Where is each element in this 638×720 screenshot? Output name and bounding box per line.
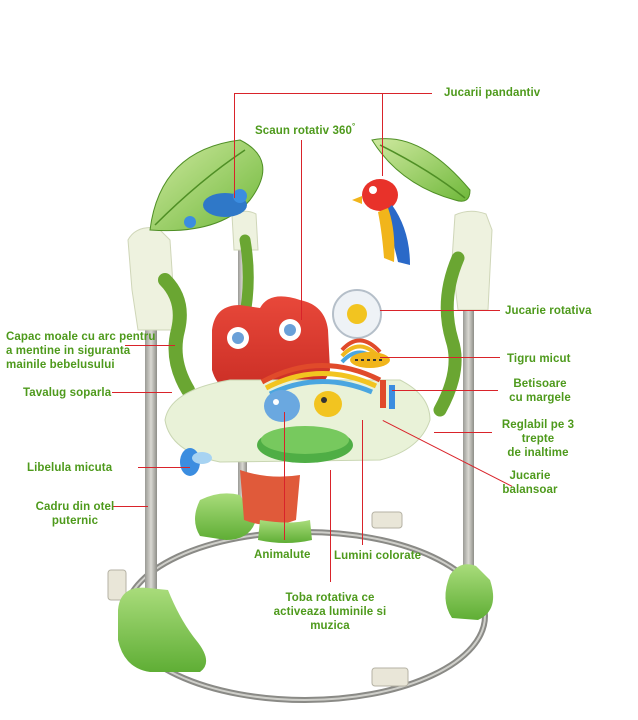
label-cadru: Cadru din otel puternic: [30, 500, 120, 528]
label-jucarii-pandantiv: Jucarii pandantiv: [444, 87, 541, 99]
label-cadru-line1: Cadru din otel: [35, 501, 115, 513]
label-jucarie-rotativa: Jucarie rotativa: [505, 305, 592, 317]
label-tavalug-soparla: Tavalug soparla: [23, 387, 112, 399]
label-toba-line2: activeaza luminile si muzica: [273, 606, 387, 632]
elephant: [264, 390, 300, 422]
label-lumini-colorate: Lumini colorate: [334, 550, 422, 562]
leader-jucarii-pandantiv-v2: [382, 93, 383, 176]
label-betisoare-line2: cu margele: [509, 392, 571, 404]
label-capac-moale: Capac moale cu arc pentru a mentine in s…: [6, 330, 156, 372]
leader-tigru-h: [380, 357, 500, 358]
label-scaun-rotativ: Scaun rotativ 360°: [255, 120, 355, 138]
label-betisoare-line1: Betisoare: [513, 378, 567, 390]
leader-reglabil-h: [434, 432, 492, 433]
leader-betisoare-h: [392, 390, 498, 391]
leader-toba-v: [330, 470, 331, 582]
label-reglabil-line1: Reglabil pe 3 trepte: [501, 419, 575, 445]
leader-jucarii-pandantiv-h: [234, 93, 432, 94]
leader-libelula-h: [138, 467, 190, 468]
label-capac-moale-line3: mainile bebelusului: [6, 359, 115, 371]
label-libelula: Libelula micuta: [27, 462, 113, 474]
label-cadru-line2: puternic: [51, 515, 99, 527]
leader-tavalug-h: [112, 392, 172, 393]
leader-scaun-v: [301, 140, 302, 320]
label-reglabil: Reglabil pe 3 trepte de inaltime: [486, 418, 590, 460]
label-betisoare: Betisoare cu margele: [500, 377, 580, 405]
leader-capac-h: [125, 345, 175, 346]
leader-lumini-v: [362, 420, 363, 545]
label-balansoar-line1: Jucarie: [509, 470, 551, 482]
label-toba-rotativa: Toba rotativa ce activeaza luminile si m…: [255, 591, 405, 633]
label-reglabil-line2: de inaltime: [507, 447, 569, 459]
label-balansoar-line2: balansoar: [502, 484, 558, 496]
label-scaun-rotativ-degree: °: [351, 122, 356, 131]
left-pole: [145, 300, 157, 620]
label-capac-moale-line1: Capac moale cu arc pentru: [6, 331, 156, 343]
right-pole: [463, 240, 474, 580]
leader-jucarii-pandantiv-v1: [234, 93, 235, 198]
label-animalute: Animalute: [254, 549, 311, 561]
leader-rotativa-h: [380, 310, 500, 311]
label-jucarie-balansoar: Jucarie balansoar: [495, 469, 565, 497]
leader-cadru-h: [112, 506, 148, 507]
label-tigru-micut: Tigru micut: [507, 353, 571, 365]
label-capac-moale-line2: a mentine in siguranta: [6, 345, 131, 357]
leader-animalute-v: [284, 412, 285, 540]
label-toba-line1: Toba rotativa ce: [285, 592, 375, 604]
label-scaun-rotativ-text: Scaun rotativ 360: [255, 124, 352, 137]
